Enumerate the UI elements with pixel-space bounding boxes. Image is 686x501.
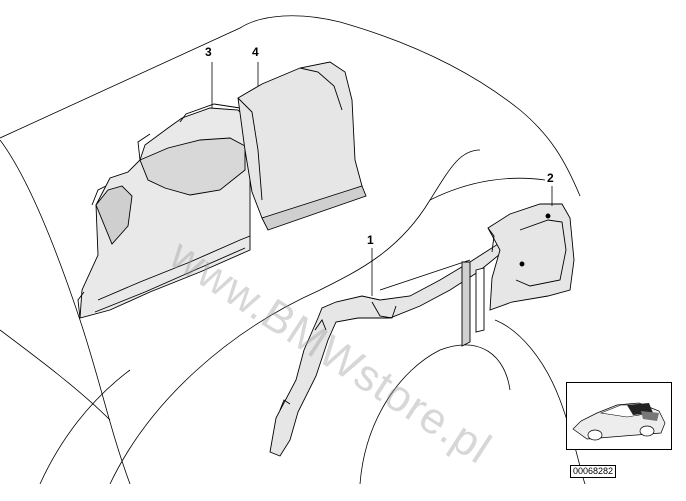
callout-2: 2 xyxy=(547,171,554,185)
luggage-side-panel-2 xyxy=(487,203,575,311)
pillar-trim-4 xyxy=(237,61,367,231)
callout-3: 3 xyxy=(205,45,212,59)
leader-lines xyxy=(211,62,553,296)
callout-1: 1 xyxy=(367,233,374,247)
car-body-outline xyxy=(0,15,586,484)
diagram-code-label: 00068282 xyxy=(570,465,617,478)
callout-4: 4 xyxy=(252,45,259,59)
car-thumbnail-icon xyxy=(572,402,666,441)
side-trim-panel-3 xyxy=(77,103,251,319)
parts-diagram xyxy=(0,15,586,484)
vehicle-thumbnail xyxy=(566,382,672,450)
